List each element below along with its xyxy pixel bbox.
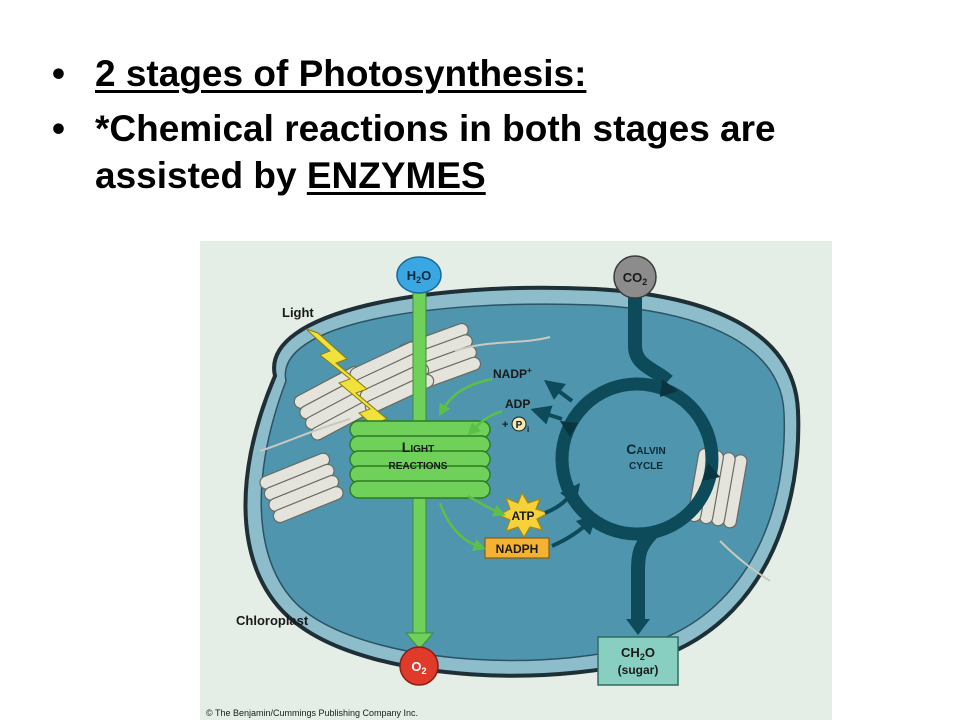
- calvin-to-nadp-arrow: [544, 380, 574, 403]
- light-to-atp-arrow: [467, 494, 506, 517]
- stroma-lamella: [259, 418, 351, 452]
- bullet-item-stages: • 2 stages of Photosynthesis:: [52, 50, 932, 97]
- light-to-nadph-arrow: [438, 502, 486, 551]
- bullet-dot: •: [52, 53, 65, 94]
- enzymes-emphasis: ENZYMES: [306, 155, 486, 196]
- bullet-list: • 2 stages of Photosynthesis: • *Chemica…: [52, 50, 932, 207]
- chloroplast-label: Chloroplast: [236, 613, 309, 628]
- stages-heading: 2 stages of Photosynthesis:: [95, 53, 587, 94]
- arrow-head: [626, 619, 650, 635]
- oxygen-label: O2: [411, 659, 426, 676]
- light-reactions-label-line2: REACTIONS: [389, 461, 448, 472]
- sugar-box: [597, 636, 679, 686]
- sugar-outflow-path: [631, 528, 658, 619]
- pi-symbol: P: [516, 420, 523, 431]
- atp-to-calvin-arrow: [544, 483, 581, 515]
- copyright-notice: © The Benjamin/Cummings Publishing Compa…: [206, 708, 418, 718]
- oxygen-flow-arrow: [412, 495, 427, 637]
- calvin-cycle-ring: [555, 377, 719, 541]
- light-reactions-label: LIGHT: [402, 439, 434, 455]
- light-label: Light: [282, 305, 314, 320]
- adp-label: ADP: [505, 397, 530, 411]
- pi-subscript: i: [527, 425, 529, 434]
- co2-label: CO2: [623, 270, 648, 287]
- water-label: H2O: [407, 268, 432, 285]
- water-flow-arrow: [412, 280, 427, 432]
- phosphate-icon: [511, 416, 527, 432]
- calvin-cycle-arrowhead: [660, 379, 678, 397]
- nadp-to-light-arrow: [438, 377, 493, 417]
- sugar-formula: CH2O: [621, 645, 655, 662]
- enzymes-sentence: *Chemical reactions in both stages are a…: [95, 108, 776, 196]
- atp-starburst: [497, 491, 550, 539]
- co2-node: [613, 255, 657, 299]
- adp-to-light-arrow: [467, 409, 503, 436]
- bullet-dot: •: [52, 108, 65, 149]
- co2-inflow-path: [628, 296, 673, 387]
- sugar-label: (sugar): [618, 663, 659, 677]
- stroma-lamella: [719, 540, 771, 582]
- calvin-cycle-arrowhead: [560, 421, 578, 437]
- nadph-to-calvin-arrow: [551, 513, 598, 548]
- bullet-item-enzymes: • *Chemical reactions in both stages are…: [52, 105, 932, 199]
- stroma-lamella: [454, 336, 551, 352]
- calvin-cycle-label-line2: CYCLE: [629, 461, 663, 472]
- calvin-cycle-arrowhead: [702, 463, 720, 481]
- light-reactions-stack: [349, 420, 491, 499]
- nadp-label: NADP+: [493, 366, 532, 381]
- oxygen-node: [399, 646, 439, 686]
- pi-plus: +: [502, 419, 508, 431]
- photosynthesis-diagram: Light LIGHT REACTIONS H2O O2 CO2 CALVIN …: [200, 241, 832, 720]
- calvin-to-adp-arrow: [530, 405, 563, 425]
- calvin-cycle-label: CALVIN: [626, 441, 665, 457]
- nadph-label: NADPH: [496, 542, 539, 556]
- arrow-head: [404, 632, 435, 650]
- water-node: [396, 256, 442, 294]
- atp-label: ATP: [511, 509, 534, 523]
